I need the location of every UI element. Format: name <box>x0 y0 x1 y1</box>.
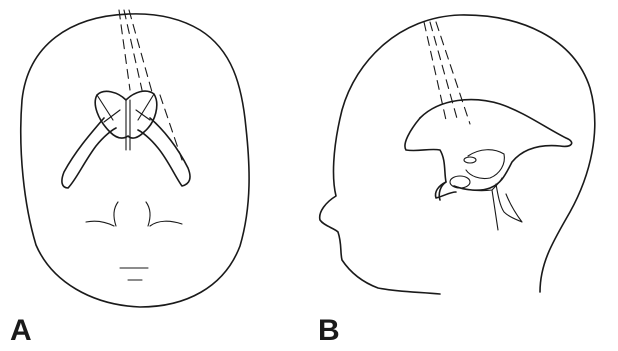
head-outline-lateral <box>320 15 595 294</box>
panel-label-b: B <box>318 316 340 346</box>
panel-label-a: A <box>10 316 32 346</box>
ventricles-lateral <box>405 100 572 230</box>
